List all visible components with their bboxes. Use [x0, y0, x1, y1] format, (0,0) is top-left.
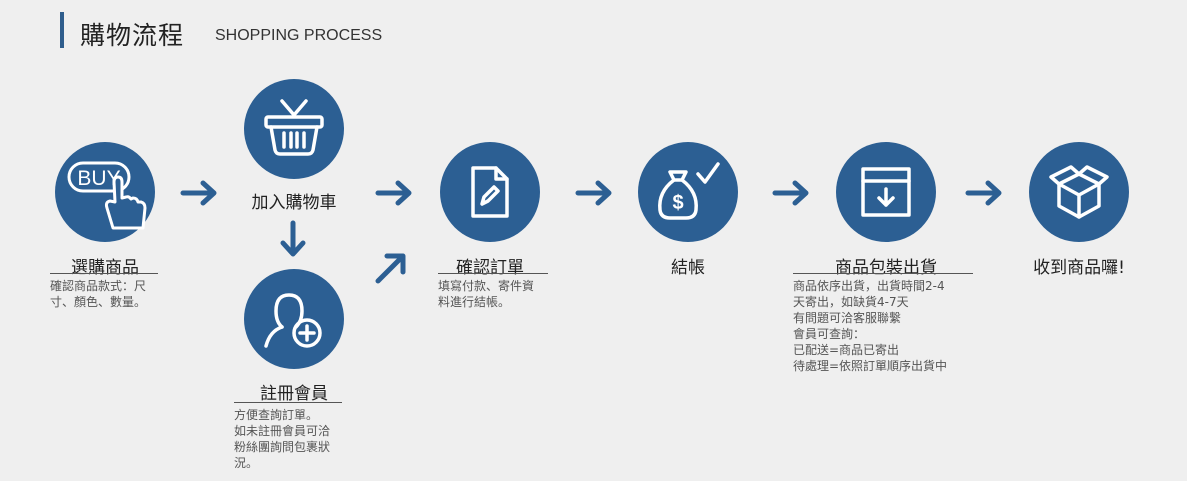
basket-icon — [244, 79, 344, 179]
arrow-right-icon — [965, 180, 1005, 206]
step-desc-buy: 確認商品款式：尺寸、顏色、數量。 — [50, 279, 147, 309]
step-divider-register — [234, 402, 342, 403]
arrow-right-icon — [772, 180, 812, 206]
step-label-register: 註冊會員 — [260, 384, 328, 404]
step-divider-confirm — [438, 273, 548, 274]
step-label-receive: 收到商品囉! — [1033, 258, 1125, 278]
step-label-confirm: 確認訂單 — [456, 258, 524, 278]
svg-text:$: $ — [672, 192, 683, 214]
buy-icon-text: BUY — [77, 167, 120, 190]
arrow-right-icon — [575, 180, 615, 206]
arrow-down-icon — [280, 220, 306, 260]
box-download-icon — [836, 142, 936, 242]
step-label-cart: 加入購物車 — [251, 193, 337, 213]
buy-hand-icon: BUY — [55, 142, 155, 242]
step-divider-buy — [50, 273, 158, 274]
arrow-right-icon — [180, 180, 220, 206]
money-bag-check-icon: $ — [638, 142, 738, 242]
step-divider-ship — [793, 273, 973, 274]
page-subtitle: SHOPPING PROCESS — [215, 27, 383, 44]
step-desc-register: 方便查詢訂單。 如未註冊會員可洽 粉絲團詢問包裹狀 況。 — [234, 408, 331, 470]
page-title: 購物流程 — [80, 21, 185, 50]
arrow-right-icon — [375, 180, 415, 206]
step-label-checkout: 結帳 — [671, 258, 705, 278]
user-add-icon — [244, 269, 344, 369]
open-box-icon — [1029, 142, 1129, 242]
step-desc-ship: 商品依序出貨，出貨時間2-4 天寄出，如缺貨4-7天 有問題可洽客服聯繫 會員可… — [793, 279, 948, 373]
document-edit-icon — [440, 142, 540, 242]
step-label-ship: 商品包裝出貨 — [835, 258, 937, 278]
title-accent-bar — [60, 12, 64, 48]
step-label-buy: 選購商品 — [71, 258, 139, 278]
step-desc-confirm: 填寫付款、寄件資 料進行結帳。 — [438, 279, 535, 309]
arrow-up-right-icon — [373, 250, 409, 286]
